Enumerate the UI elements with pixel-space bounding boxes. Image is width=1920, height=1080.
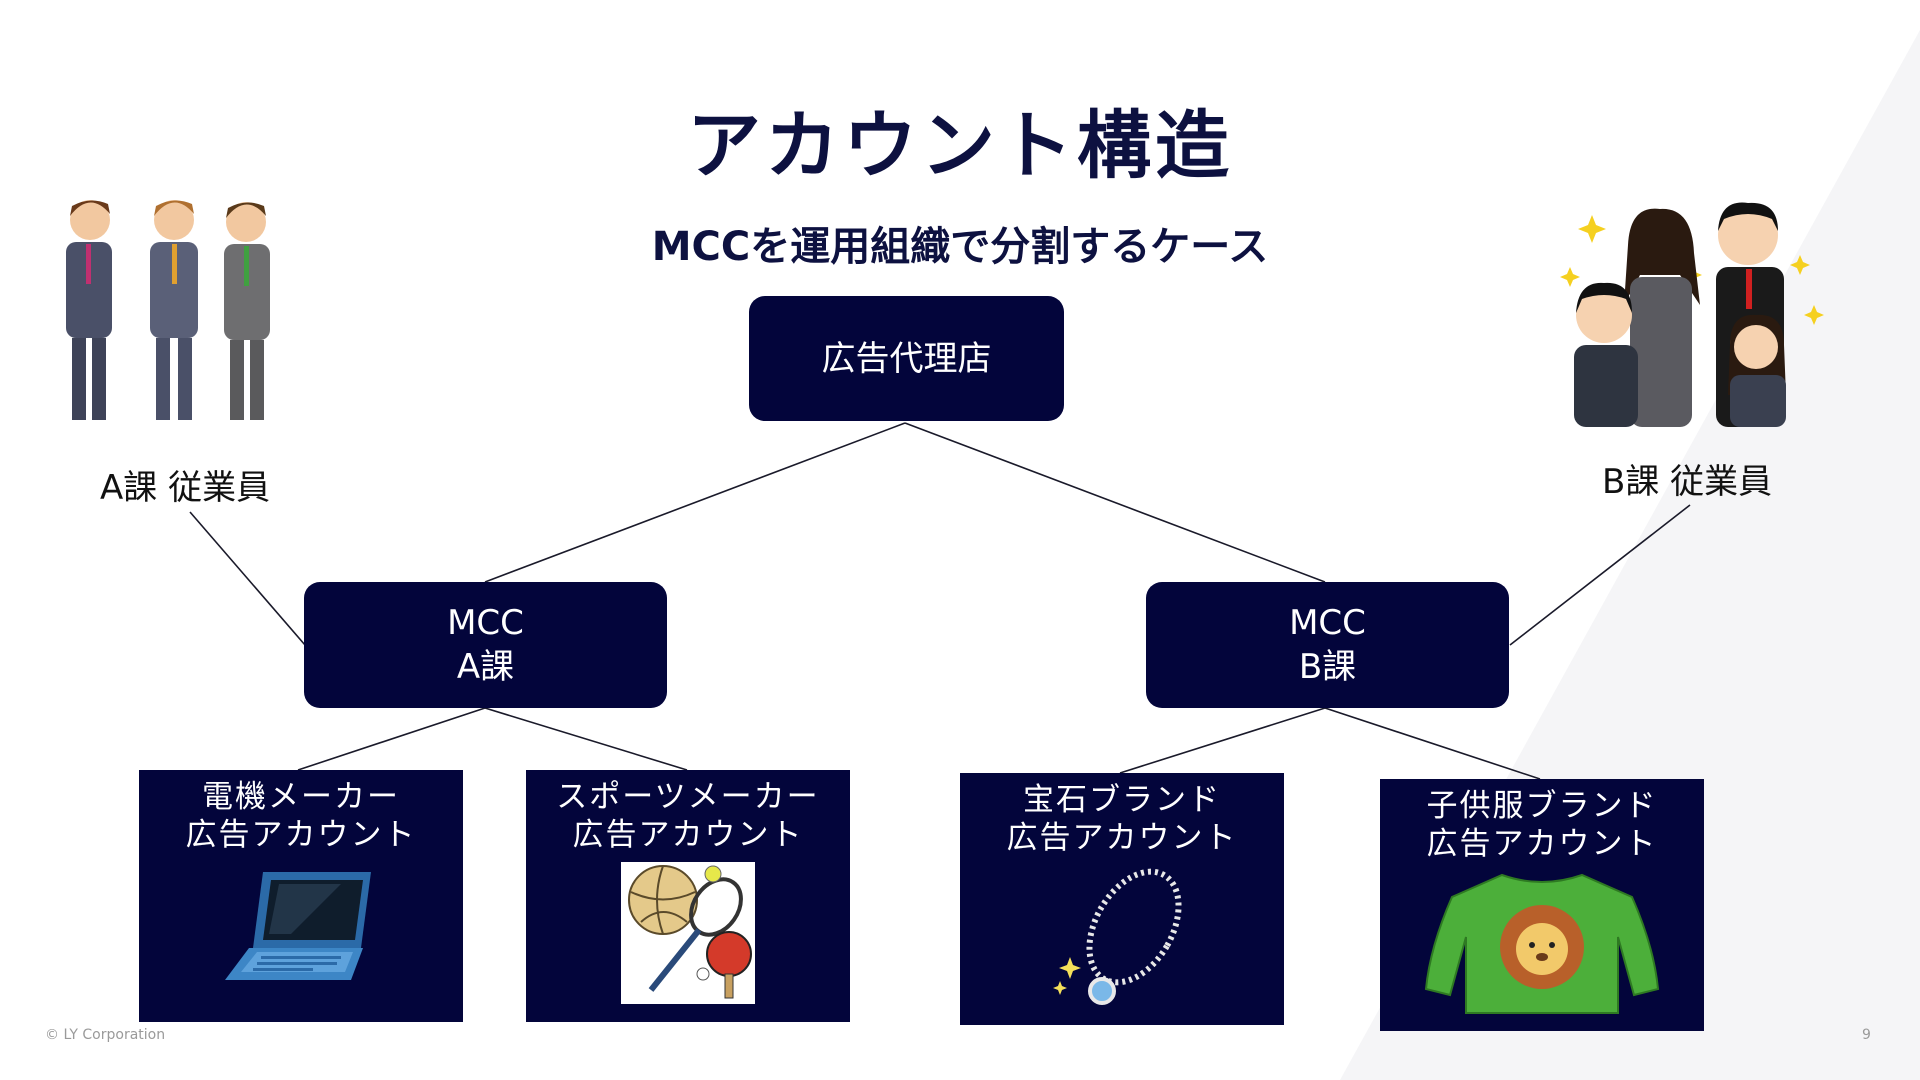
account-name: 宝石ブランド: [1023, 782, 1221, 818]
mcc-a-line1: MCC: [447, 603, 524, 643]
account-sports: スポーツメーカー 広告アカウント: [526, 770, 850, 1022]
account-kids-clothing: 子供服ブランド 広告アカウント: [1380, 779, 1704, 1031]
mcc-b-line2: B課: [1298, 647, 1357, 687]
mcc-a-node: MCC A課: [304, 582, 667, 708]
mcc-b-node: MCC B課: [1146, 582, 1509, 708]
account-type: 広告アカウント: [1006, 820, 1238, 856]
account-name: 電機メーカー: [202, 779, 400, 815]
page-number: 9: [1862, 1027, 1871, 1043]
mcc-a-line2: A課: [456, 647, 515, 687]
account-type: 広告アカウント: [1426, 826, 1658, 862]
group-b-label: B課 従業員: [1602, 462, 1773, 502]
mcc-b-line1: MCC: [1289, 603, 1366, 643]
lion-sweater-icon: [1424, 873, 1660, 1014]
copyright-footer: © LY Corporation: [45, 1027, 166, 1043]
necklace-icon: [1053, 868, 1182, 1005]
account-jewelry: 宝石ブランド 広告アカウント: [960, 773, 1284, 1025]
agency-node: 広告代理店: [749, 296, 1064, 421]
account-electronics: 電機メーカー 広告アカウント: [139, 770, 463, 1022]
group-b-employees-illustration: [1560, 202, 1824, 427]
account-name: スポーツメーカー: [556, 779, 820, 815]
page-title: アカウント構造: [687, 103, 1233, 189]
account-name: 子供服ブランド: [1426, 788, 1658, 824]
group-a-employees-illustration: [66, 200, 270, 420]
account-type: 広告アカウント: [185, 817, 417, 853]
agency-label: 広告代理店: [821, 338, 992, 379]
sports-equipment-icon: [628, 865, 752, 999]
group-a-label: A課 従業員: [100, 468, 271, 508]
page-subtitle: MCCを運用組織で分割するケース: [651, 224, 1269, 270]
laptop-icon: [225, 872, 371, 980]
account-type: 広告アカウント: [572, 817, 804, 853]
